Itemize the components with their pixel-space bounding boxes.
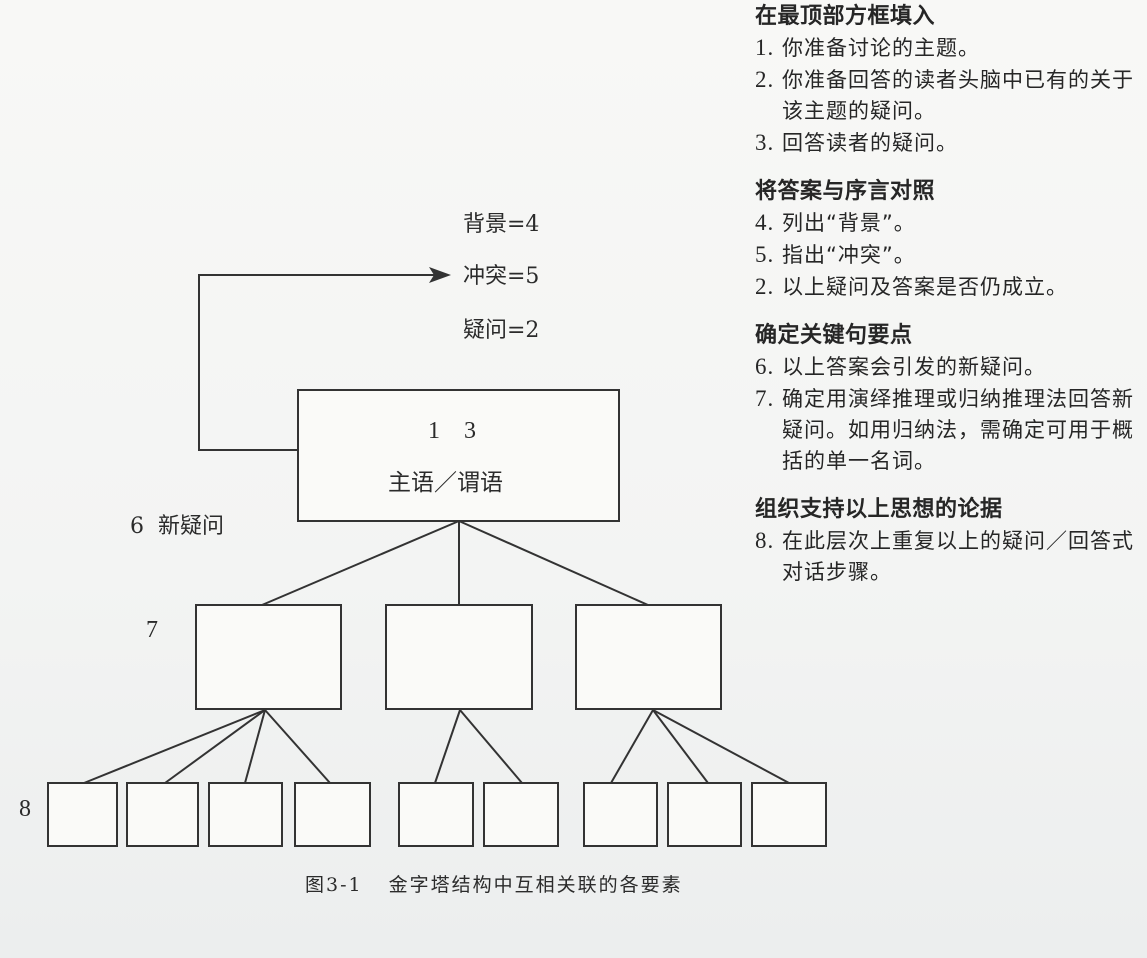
connector xyxy=(652,709,709,784)
list-item: 4. 列出“背景”。 xyxy=(755,207,1147,239)
item-number: 2. xyxy=(755,67,775,92)
item-number: 7. xyxy=(755,386,775,411)
item-text: 指出“冲突”。 xyxy=(782,243,916,267)
list-item: 2. 你准备回答的读者头脑中已有的关于该主题的疑问。 xyxy=(755,64,1147,127)
figure-number: 图3-1 xyxy=(305,874,363,896)
instruction-notes: 在最顶部方框填入 1. 你准备讨论的主题。 2. 你准备回答的读者头脑中已有的关于该… xyxy=(755,2,1147,606)
item-number: 1. xyxy=(755,35,775,60)
bottom-box-2 xyxy=(126,782,199,847)
bottom-box-4 xyxy=(294,782,371,847)
bottom-box-1 xyxy=(47,782,118,847)
feedback-connector xyxy=(198,274,438,451)
item-text: 以上疑问及答案是否仍成立。 xyxy=(782,275,1068,299)
connector xyxy=(83,709,266,784)
connector xyxy=(244,709,266,784)
level-8-label: 8 xyxy=(19,796,31,822)
list-item: 7. 确定用演绎推理或归纳推理法回答新疑问。如用归纳法，需确定可用于概括的单一名词… xyxy=(755,383,1147,477)
item-text: 列出“背景”。 xyxy=(782,211,916,235)
item-number: 4. xyxy=(755,210,775,235)
mid-box-2 xyxy=(385,604,533,710)
item-number: 8. xyxy=(755,528,775,553)
item-text: 以上答案会引发的新疑问。 xyxy=(782,355,1046,379)
top-box xyxy=(297,389,620,522)
section-title: 将答案与序言对照 xyxy=(755,179,936,204)
question-label: 疑问=2 xyxy=(463,318,540,343)
item-text: 在此层次上重复以上的疑问／回答式对话步骤。 xyxy=(782,529,1134,584)
figure-title: 金字塔结构中互相关联的各要素 xyxy=(388,874,683,896)
bottom-box-5 xyxy=(398,782,474,847)
list-item: 6. 以上答案会引发的新疑问。 xyxy=(755,351,1147,383)
connector xyxy=(164,709,266,784)
connector xyxy=(264,709,331,784)
arrowhead-icon xyxy=(429,267,451,283)
bottom-box-8 xyxy=(667,782,742,847)
list-item: 3. 回答读者的疑问。 xyxy=(755,127,1147,159)
connector xyxy=(610,709,654,784)
bottom-box-3 xyxy=(208,782,283,847)
item-number: 5. xyxy=(755,242,775,267)
connector xyxy=(458,520,649,606)
top-box-text: 主语／谓语 xyxy=(388,470,503,496)
item-number: 6. xyxy=(755,354,775,379)
connector xyxy=(261,520,460,606)
mid-box-3 xyxy=(575,604,722,710)
item-text: 确定用演绎推理或归纳推理法回答新疑问。如用归纳法，需确定可用于概括的单一名词。 xyxy=(782,387,1134,473)
bottom-box-7 xyxy=(583,782,658,847)
section-title: 确定关键句要点 xyxy=(755,323,913,348)
list-item: 1. 你准备讨论的主题。 xyxy=(755,32,1147,64)
mid-box-1 xyxy=(195,604,342,710)
top-box-numbers: 1 3 xyxy=(428,418,476,444)
notes-section-support: 组织支持以上思想的论据 8. 在此层次上重复以上的疑问／回答式对话步骤。 xyxy=(755,495,1147,588)
notes-section-key-line: 确定关键句要点 6. 以上答案会引发的新疑问。 7. 确定用演绎推理或归纳推理法回答… xyxy=(755,321,1147,477)
item-text: 你准备回答的读者头脑中已有的关于该主题的疑问。 xyxy=(782,68,1134,123)
connector xyxy=(459,709,523,784)
section-title: 在最顶部方框填入 xyxy=(755,4,936,29)
new-question-label: 6 新疑问 xyxy=(130,514,224,539)
section-title: 组织支持以上思想的论据 xyxy=(755,497,1003,522)
connector xyxy=(434,709,461,784)
bottom-box-6 xyxy=(483,782,559,847)
figure-caption: 图3-1 金字塔结构中互相关联的各要素 xyxy=(305,870,683,897)
notes-section-top-box: 在最顶部方框填入 1. 你准备讨论的主题。 2. 你准备回答的读者头脑中已有的关于该… xyxy=(755,2,1147,159)
item-number: 2. xyxy=(755,274,775,299)
list-item: 5. 指出“冲突”。 xyxy=(755,239,1147,271)
background-label: 背景=4 xyxy=(463,212,540,237)
list-item: 2. 以上疑问及答案是否仍成立。 xyxy=(755,271,1147,303)
list-item: 8. 在此层次上重复以上的疑问／回答式对话步骤。 xyxy=(755,525,1147,588)
item-text: 你准备讨论的主题。 xyxy=(782,36,980,60)
item-text: 回答读者的疑问。 xyxy=(782,131,958,155)
item-number: 3. xyxy=(755,130,775,155)
level-7-label: 7 xyxy=(146,617,158,643)
connector xyxy=(652,709,790,784)
bottom-box-9 xyxy=(751,782,827,847)
notes-section-compare: 将答案与序言对照 4. 列出“背景”。 5. 指出“冲突”。 2. 以上疑问及答案是否… xyxy=(755,177,1147,303)
conflict-label: 冲突=5 xyxy=(463,264,540,289)
